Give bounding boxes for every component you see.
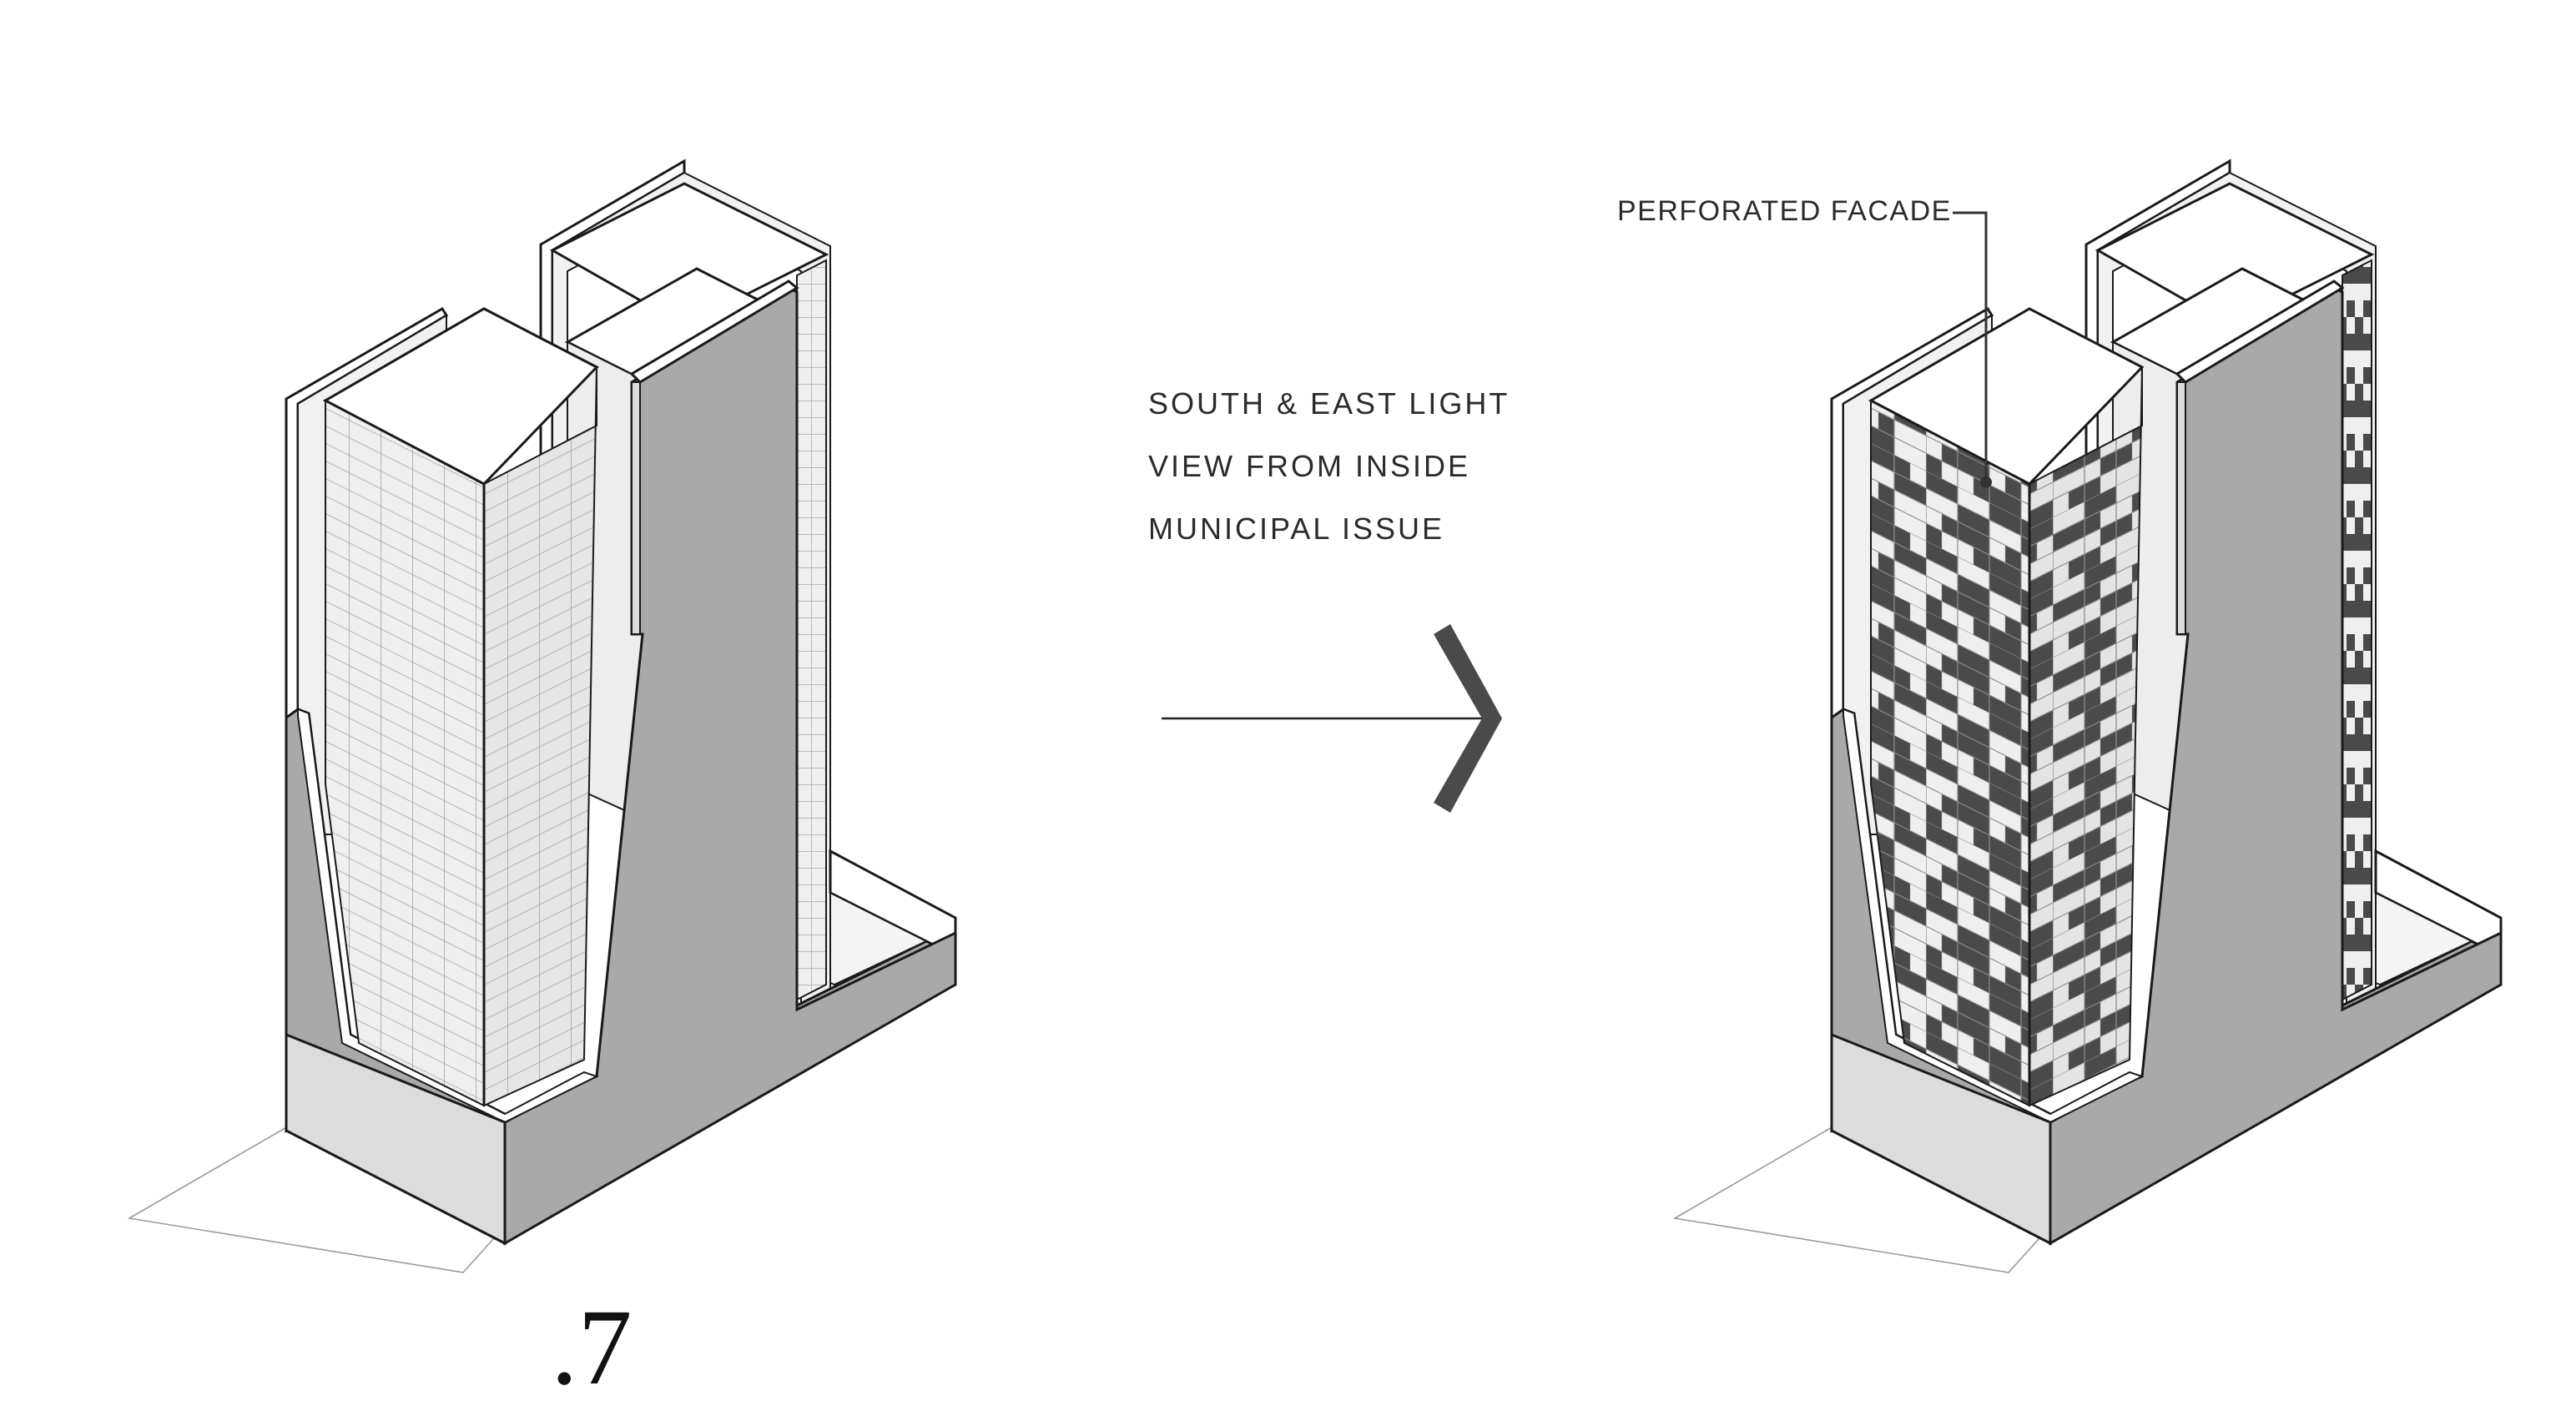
- note-line-2: VIEW FROM INSIDE: [1148, 449, 1471, 483]
- building-existing: [127, 159, 957, 1273]
- callout-label: PERFORATED FACADE: [1617, 195, 1952, 227]
- note-line-1: SOUTH & EAST LIGHT: [1148, 386, 1510, 421]
- note-line-3: MUNICIPAL ISSUE: [1148, 511, 1445, 546]
- transition-arrow: [1162, 624, 1502, 813]
- callout-leader: [1953, 211, 1992, 488]
- building-proposed: [1672, 159, 2503, 1273]
- page-number: .7: [551, 1288, 633, 1408]
- annotation-notes: SOUTH & EAST LIGHT VIEW FROM INSIDE MUNI…: [1148, 389, 1510, 577]
